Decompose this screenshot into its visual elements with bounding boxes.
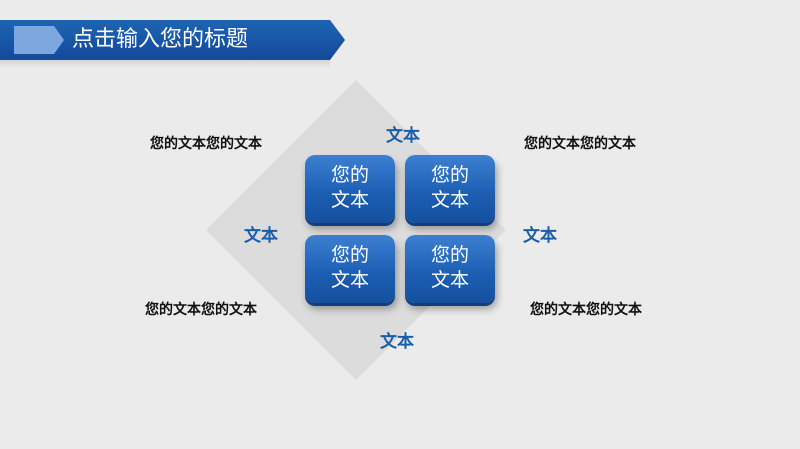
tile-top-right[interactable]: 您的 文本 — [405, 155, 495, 223]
tile-text-line1: 您的 — [430, 244, 469, 266]
banner-arrow-tab — [14, 26, 64, 54]
tile-top-left[interactable]: 您的 文本 — [305, 155, 395, 223]
tile-bottom-left[interactable]: 您的 文本 — [305, 235, 395, 303]
page-title[interactable]: 点击输入您的标题 — [72, 27, 249, 52]
tile-text-line1: 您的 — [330, 244, 369, 266]
tile-text-line1: 您的 — [330, 164, 369, 186]
corner-text-bottom-right[interactable]: 您的文本您的文本 — [530, 302, 642, 318]
tile-text-line1: 您的 — [430, 164, 469, 186]
tile-text-line2: 文本 — [430, 189, 469, 211]
corner-text-top-left[interactable]: 您的文本您的文本 — [150, 136, 262, 152]
tile-text-line2: 文本 — [330, 269, 369, 291]
tile-text-line2: 文本 — [330, 189, 369, 211]
tile-bottom-right[interactable]: 您的 文本 — [405, 235, 495, 303]
diamond-label-right[interactable]: 文本 — [523, 226, 557, 246]
tile-text-line2: 文本 — [430, 269, 469, 291]
banner-shadow — [0, 58, 330, 68]
diamond-label-left[interactable]: 文本 — [244, 226, 278, 246]
diamond-label-bottom[interactable]: 文本 — [380, 332, 414, 352]
corner-text-top-right[interactable]: 您的文本您的文本 — [524, 136, 636, 152]
diamond-label-top[interactable]: 文本 — [386, 126, 420, 146]
corner-text-bottom-left[interactable]: 您的文本您的文本 — [145, 302, 257, 318]
